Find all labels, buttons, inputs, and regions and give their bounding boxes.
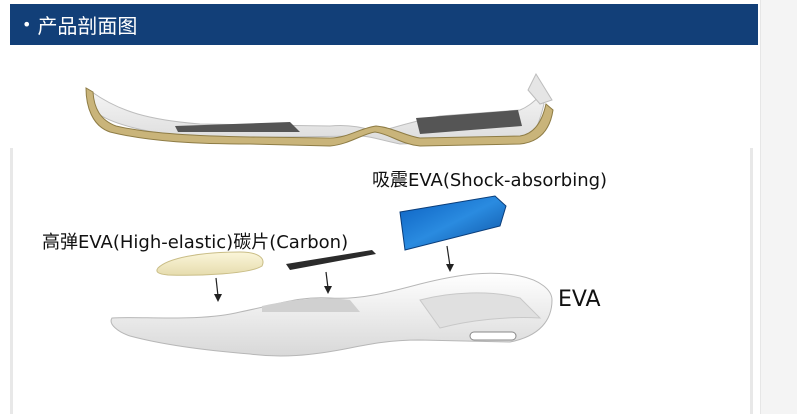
carbon-plate-dark-section-1 bbox=[175, 122, 300, 132]
section-header: • 产品剖面图 bbox=[10, 4, 758, 45]
eva-sole bbox=[110, 272, 553, 357]
heel-tip bbox=[527, 72, 553, 105]
scrollbar[interactable] bbox=[760, 0, 797, 414]
carbon-plate-dark-section-2 bbox=[416, 110, 522, 134]
outsole-layer bbox=[85, 87, 554, 147]
carbon-plate bbox=[286, 250, 376, 294]
high-elastic-carbon-label: 高弹EVA(High-elastic)碳片(Carbon) bbox=[42, 232, 349, 253]
shock-absorbing-eva-pad bbox=[399, 195, 507, 272]
brand-logo-badge bbox=[469, 331, 517, 341]
eva-label: EVA bbox=[558, 287, 601, 312]
bullet-dot: • bbox=[22, 15, 32, 34]
shock-absorbing-eva-label: 吸震EVA(Shock-absorbing) bbox=[372, 170, 608, 191]
high-elastic-eva-pad bbox=[156, 251, 264, 302]
section-title: 产品剖面图 bbox=[37, 14, 138, 38]
assembled-sole-section bbox=[85, 72, 554, 147]
frame-right-border bbox=[750, 148, 753, 414]
frame-left-border bbox=[10, 148, 13, 414]
